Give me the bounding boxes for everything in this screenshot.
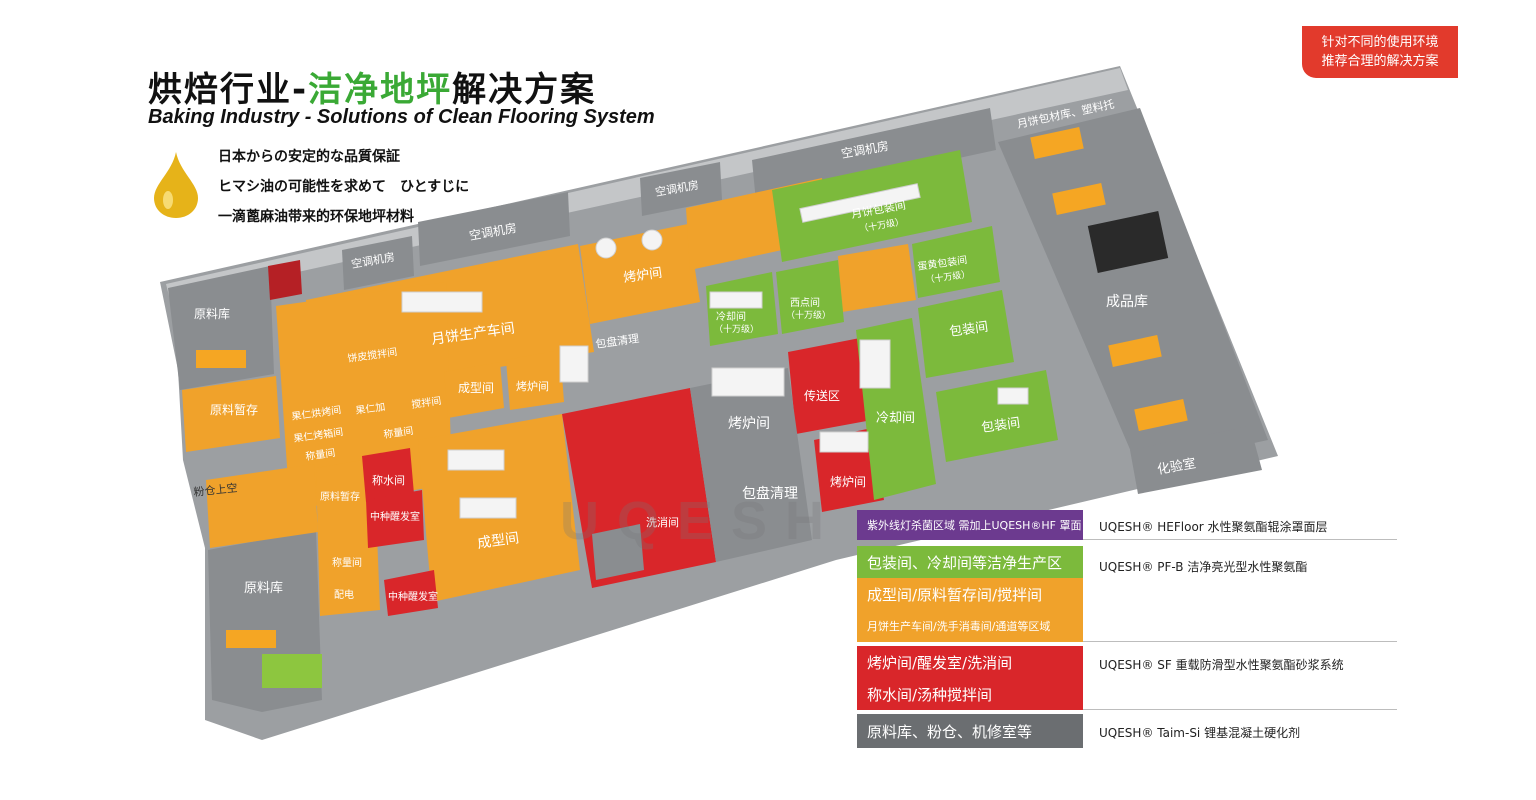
legend-row-7: 原料库、粉仓、机修室等 UQESH® Taim-Si 锂基混凝土硬化剂	[857, 714, 1397, 748]
label-cool-small-sub: （十万级）	[714, 323, 759, 335]
zone-raw-temp	[182, 376, 280, 452]
legend-swatch-orange-2: 月饼生产车间/洗手消毒间/通道等区域	[857, 610, 1083, 642]
label-raw-store-1: 原料库	[194, 306, 230, 321]
label-lab: 化验室	[1156, 455, 1197, 478]
legend-swatch-green: 包装间、冷却间等洁净生产区	[857, 546, 1083, 578]
legend-row-2: 包装间、冷却间等洁净生产区	[857, 546, 1397, 578]
label-oven-red: 烤炉间	[830, 474, 866, 489]
label-proof-2: 中种醒发室	[388, 590, 438, 603]
legend-swatch-red-2: 称水间/汤种搅拌间	[857, 678, 1083, 710]
label-weigh-2: 称量间	[305, 446, 337, 463]
equipment	[401, 183, 1029, 519]
zone-west-pastry	[776, 260, 844, 334]
label-oven-big: 烤炉间	[728, 416, 770, 432]
label-mixing: 搅拌间	[411, 394, 443, 411]
label-pack-2: 包装间	[980, 416, 1021, 436]
legend-swatch-purple: 紫外线灯杀菌区域 需加上UQESH®HF 罩面	[857, 510, 1083, 540]
forklift	[1087, 211, 1169, 273]
zone-aircon-2	[418, 192, 570, 266]
zone-aircon-3	[640, 162, 722, 216]
legend-divider	[1083, 709, 1397, 710]
zone-oven-mid	[506, 350, 564, 410]
label-oven-mid: 烤炉间	[516, 379, 549, 393]
label-flour-silo: 粉仓上空	[193, 480, 238, 499]
legend-divider	[1083, 539, 1397, 540]
zone-gray-lower	[592, 524, 644, 580]
label-transfer: 传送区	[804, 388, 840, 403]
badge-line-2: 推荐合理的解决方案	[1321, 54, 1439, 69]
label-raw-temp-2: 原料暂存	[320, 490, 360, 503]
label-water-weigh: 称水间	[372, 473, 405, 487]
label-west-pastry-sub: （十万级）	[786, 309, 831, 321]
zone-pack-1	[918, 290, 1014, 378]
page-title-en: Baking Industry - Solutions of Clean Flo…	[148, 106, 655, 128]
tagline-3: 一滴蓖麻油带来的环保地坪材料	[218, 209, 414, 225]
label-tray-clean-2: 包盘清理	[742, 485, 798, 502]
label-weigh-1: 称量间	[383, 424, 415, 441]
zone-lab	[1130, 426, 1262, 494]
zone-oven-gray	[690, 368, 812, 562]
zone-aircon-4	[752, 108, 996, 202]
zone-proof-1	[366, 490, 424, 548]
title-part3: 解决方案	[452, 70, 597, 110]
legend-swatch-red: 烤炉间/醒发室/洗消间	[857, 646, 1083, 678]
zone-water-weigh	[362, 448, 414, 502]
recommendation-badge: 针对不同的使用环境 推荐合理的解决方案	[1302, 26, 1458, 78]
legend-row-3: 成型间/原料暂存间/搅拌间 UQESH® PF-B 洁净亮光型水性聚氨酯	[857, 560, 1397, 610]
legend-row-5: 烤炉间/醒发室/洗消间	[857, 646, 1397, 678]
page-title: 烘焙行业-洁净地坪解决方案	[148, 62, 596, 111]
label-tray-clean-1: 包盘清理	[594, 331, 640, 351]
zone-forming-1	[444, 362, 504, 418]
label-forming-2: 成型间	[476, 530, 520, 552]
label-proof-1: 中种醒发室	[370, 510, 420, 523]
badge-line-1: 针对不同的使用环境	[1321, 35, 1439, 50]
label-pack-1: 包装间	[948, 320, 989, 340]
label-nut-1: 果仁加	[355, 401, 386, 417]
zone-transfer	[788, 338, 872, 434]
zone-red-small	[268, 260, 302, 300]
title-part1: 烘焙行业-	[148, 70, 309, 110]
label-forming-1: 成型间	[458, 381, 494, 395]
label-raw-store-2: 原料库	[244, 580, 283, 596]
label-finished-goods: 成品库	[1106, 294, 1148, 310]
legend-product-4: UQESH® Taim-Si 锂基混凝土硬化剂	[1099, 726, 1301, 740]
legend-swatch-orange: 成型间/原料暂存间/搅拌间	[857, 578, 1083, 610]
zone-left-lower	[206, 464, 318, 548]
zone-orange-mid	[838, 244, 916, 312]
legend-row-6: 称水间/汤种搅拌间 UQESH® SF 重载防滑型水性聚氨酯砂浆系统	[857, 658, 1397, 710]
zone-proof-2	[384, 570, 438, 616]
legend-row-1: 紫外线灯杀菌区域 需加上UQESH®HF 罩面 UQESH® HEFloor 水…	[857, 510, 1397, 540]
label-weigh-3: 称量间	[332, 556, 362, 569]
legend-product-1: UQESH® HEFloor 水性聚氨酯辊涂罩面层	[1099, 520, 1328, 534]
legend-product-2: UQESH® PF-B 洁净亮光型水性聚氨酯	[1099, 560, 1308, 574]
legend: 紫外线灯杀菌区域 需加上UQESH®HF 罩面 UQESH® HEFloor 水…	[857, 510, 1397, 748]
label-oven-top: 烤炉间	[622, 266, 663, 286]
label-cool-small: 冷却间	[716, 310, 746, 323]
watermark: UQESH	[560, 491, 843, 551]
zone-yolk-pack	[912, 226, 1000, 298]
label-power: 配电	[334, 588, 354, 601]
title-part2: 洁净地坪	[308, 70, 453, 110]
label-raw-temp: 原料暂存	[210, 403, 258, 417]
zone-aircon-1	[342, 236, 414, 290]
legend-swatch-gray: 原料库、粉仓、机修室等	[857, 714, 1083, 748]
zone-raw-store-1	[168, 266, 274, 390]
legend-row-4: 月饼生产车间/洗手消毒间/通道等区域	[857, 610, 1397, 642]
oil-drop-icon	[154, 152, 198, 218]
label-west-pastry: 西点间	[790, 296, 820, 309]
pallets	[196, 127, 1188, 648]
tagline-2: ヒマシ油の可能性を求めて ひとすじに	[218, 179, 470, 195]
zone-left-col-lower	[316, 458, 380, 616]
green-cart	[262, 654, 322, 688]
label-wash: 洗消间	[646, 515, 679, 529]
zone-cool-small	[706, 272, 778, 346]
label-cooling: 冷却间	[876, 411, 915, 426]
legend-divider	[1083, 641, 1397, 642]
legend-product-3: UQESH® SF 重载防滑型水性聚氨酯砂浆系统	[1099, 658, 1344, 672]
tagline-1: 日本からの安定的な品質保証	[218, 149, 400, 165]
